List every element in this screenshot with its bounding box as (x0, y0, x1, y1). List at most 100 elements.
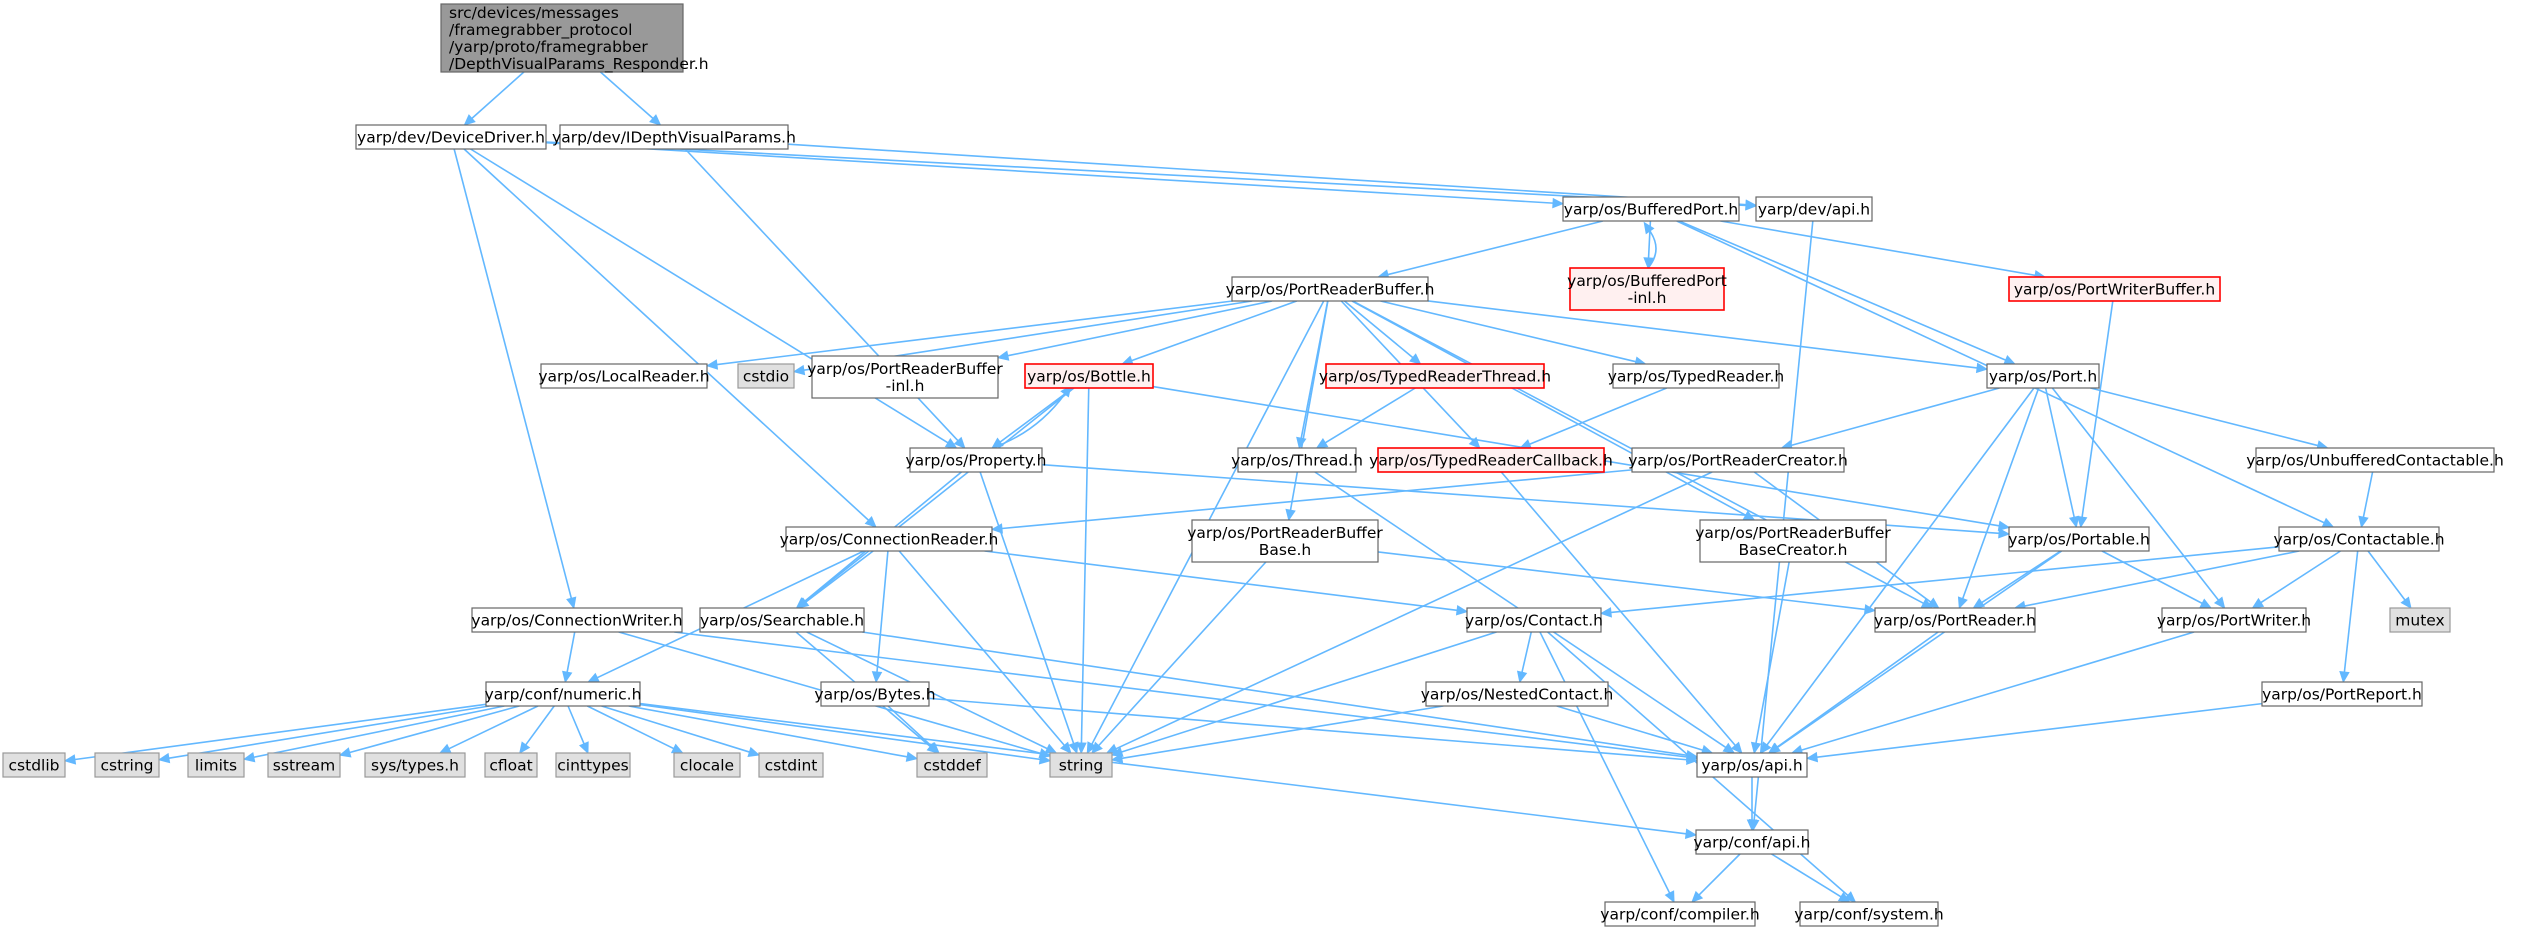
node-connectionreader[interactable]: yarp/os/ConnectionReader.h (780, 526, 999, 552)
node-contactable[interactable]: yarp/os/Contactable.h (2273, 526, 2445, 552)
edge-line (253, 705, 505, 759)
node-label: yarp/os/Thread.h (1231, 452, 1363, 470)
node-bufferedport[interactable]: yarp/os/BufferedPort.h (1562, 196, 1740, 222)
node-label: yarp/dev/api.h (1758, 201, 1870, 219)
node-bufferedportinl[interactable]: yarp/os/BufferedPort-inl.h (1567, 267, 1727, 311)
edge-line (1121, 631, 1497, 753)
node-contact[interactable]: yarp/os/Contact.h (1465, 607, 1603, 633)
node-portwriter[interactable]: yarp/os/PortWriter.h (2157, 607, 2311, 633)
node-compiler[interactable]: yarp/conf/compiler.h (1600, 901, 1760, 927)
node-box (559, 124, 789, 150)
node-confapi[interactable]: yarp/conf/api.h (1693, 829, 1811, 855)
node-box (2008, 276, 2221, 302)
node-label: yarp/os/BufferedPort.h (1564, 201, 1738, 219)
node-label: yarp/conf/api.h (1693, 834, 1810, 852)
node-label: yarp/dev/IDepthVisualParams.h (552, 129, 796, 147)
edge-line (1816, 702, 2263, 758)
edge-line (674, 631, 1688, 758)
edge-line (876, 550, 889, 673)
edge-arrowhead (2199, 598, 2213, 609)
node-box (355, 124, 547, 150)
node-label: yarp/os/PortWriterBuffer.h (2014, 281, 2215, 299)
node-box (2389, 607, 2451, 633)
node-label: yarp/os/TypedReader.h (1608, 368, 1785, 386)
edge-arrowhead (1091, 741, 1103, 754)
node-portreadercreator[interactable]: yarp/os/PortReaderCreator.h (1628, 447, 1848, 473)
node-numeric[interactable]: yarp/conf/numeric.h (485, 681, 642, 707)
node-label: yarp/dev/DeviceDriver.h (357, 129, 545, 147)
node-typedreaderthread[interactable]: yarp/os/TypedReaderThread.h (1319, 363, 1551, 389)
node-root[interactable]: src/devices/messages/framegrabber_protoc… (440, 3, 709, 74)
node-connectionwriter[interactable]: yarp/os/ConnectionWriter.h (471, 607, 683, 633)
node-portable[interactable]: yarp/os/Portable.h (2008, 526, 2150, 552)
node-box (1699, 519, 1887, 563)
node-label: yarp/os/ConnectionWriter.h (471, 612, 682, 630)
node-cstdint: cstdint (758, 752, 824, 778)
edge-line (1351, 300, 1747, 516)
node-localreader[interactable]: yarp/os/LocalReader.h (538, 363, 710, 389)
node-box (471, 607, 683, 633)
node-searchable[interactable]: yarp/os/Searchable.h (699, 607, 865, 633)
edge-line (2090, 387, 2319, 447)
node-idepthvisual[interactable]: yarp/dev/IDepthVisualParams.h (552, 124, 796, 150)
edge-root-to-devicedriver (463, 71, 525, 126)
node-box (1874, 607, 2036, 633)
edge-line (1698, 853, 1741, 896)
node-devapi[interactable]: yarp/dev/api.h (1755, 196, 1873, 222)
node-label: yarp/os/PortReaderCreator.h (1628, 452, 1848, 470)
node-box (364, 752, 466, 778)
edge-line (599, 71, 654, 119)
edge-line (448, 705, 539, 750)
node-label: sstream (273, 757, 335, 775)
edge-arrowhead (1068, 741, 1079, 755)
edge-bytes-to-osapi (928, 697, 1699, 765)
node-box (1466, 607, 1602, 633)
edge-arrowhead (587, 672, 600, 683)
node-unbufferedcontactable[interactable]: yarp/os/UnbufferedContactable.h (2246, 447, 2504, 473)
node-devicedriver[interactable]: yarp/dev/DeviceDriver.h (355, 124, 547, 150)
node-box (484, 752, 538, 778)
edge-root-to-idepthvisual (599, 71, 662, 126)
node-portreport[interactable]: yarp/os/PortReport.h (2261, 681, 2423, 707)
edge-idepthvisual-to-property (684, 148, 966, 449)
node-bottle[interactable]: yarp/os/Bottle.h (1024, 363, 1154, 389)
edge-portable-to-osapi (1768, 550, 2063, 754)
node-box (820, 681, 930, 707)
node-system[interactable]: yarp/conf/system.h (1794, 901, 1944, 927)
node-osapi[interactable]: yarp/os/api.h (1696, 752, 1808, 778)
node-property[interactable]: yarp/os/Property.h (905, 447, 1047, 473)
node-label: yarp/os/PortReaderBuffer (807, 360, 1003, 378)
node-box (1696, 752, 1808, 778)
node-typedreader[interactable]: yarp/os/TypedReader.h (1608, 363, 1785, 389)
node-prbinl[interactable]: yarp/os/PortReaderBuffer-inl.h (807, 355, 1003, 399)
node-portwriterbuffer[interactable]: yarp/os/PortWriterBuffer.h (2008, 276, 2221, 302)
node-typedreadercallback[interactable]: yarp/os/TypedReaderCallback.h (1369, 447, 1613, 473)
node-portreaderbuffer[interactable]: yarp/os/PortReaderBuffer.h (1226, 276, 1435, 302)
node-bytes[interactable]: yarp/os/Bytes.h (814, 681, 936, 707)
edge-line (2051, 387, 2220, 601)
node-thread[interactable]: yarp/os/Thread.h (1231, 447, 1363, 473)
edge-numeric-to-limits (242, 705, 505, 763)
node-label: yarp/os/PortReaderBuffer.h (1226, 281, 1435, 299)
node-label: /DepthVisualParams_Responder.h (449, 55, 709, 74)
edge-portable-to-portreader (1972, 550, 2062, 609)
edge-line (453, 148, 573, 599)
node-label: yarp/os/TypedReaderThread.h (1319, 368, 1551, 386)
edge-line (928, 697, 1688, 761)
node-label: yarp/os/PortReader.h (1874, 612, 2036, 630)
edge-arrowhead (1691, 890, 1704, 903)
node-label: cstdio (743, 368, 789, 386)
node-box (1569, 267, 1725, 311)
edge-line (1098, 561, 1267, 747)
node-cstdio: cstdio (737, 363, 795, 389)
edge-arrowhead (996, 350, 1010, 361)
node-nestedcontact[interactable]: yarp/os/NestedContact.h (1421, 681, 1614, 707)
node-box (1325, 363, 1545, 389)
edge-prbbase-to-string (1091, 561, 1267, 754)
edge-line (1647, 230, 1657, 269)
node-portreader[interactable]: yarp/os/PortReader.h (1874, 607, 2036, 633)
edge-bottle-to-searchable (796, 387, 1075, 609)
node-port[interactable]: yarp/os/Port.h (1986, 363, 2100, 389)
